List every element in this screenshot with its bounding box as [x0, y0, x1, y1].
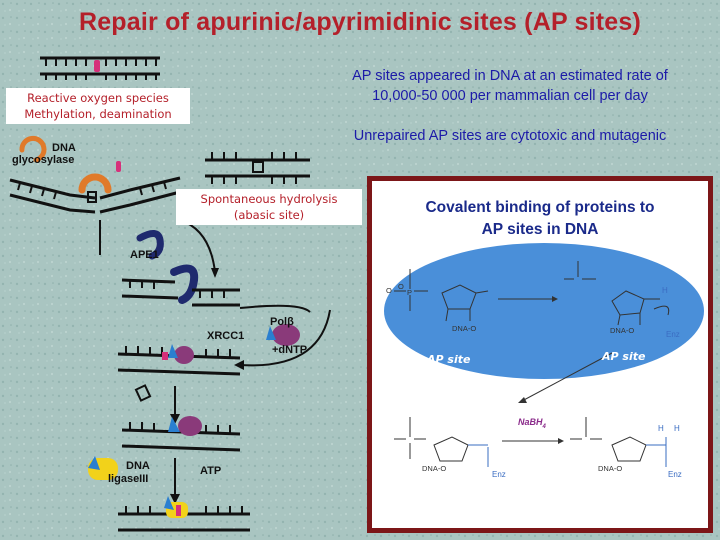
- svg-text:Enz: Enz: [666, 330, 680, 339]
- ap-site-structure-right: [564, 261, 670, 326]
- ap-site-label-left: AP site: [427, 353, 471, 366]
- reagent-subscript: 4: [542, 423, 546, 430]
- svg-text:H: H: [658, 424, 664, 433]
- ros-label-line2: Methylation, deamination: [24, 107, 172, 121]
- page-title: Repair of apurinic/apyrimidinic sites (A…: [78, 8, 642, 36]
- dna-kinked-strand: [9, 161, 181, 214]
- svg-text:P: P: [407, 288, 412, 297]
- svg-text:DNA-O: DNA-O: [422, 464, 446, 473]
- svg-text:DNA-O: DNA-O: [610, 326, 634, 335]
- svg-text:O: O: [398, 282, 404, 291]
- ap-site-ellipse: [384, 243, 704, 379]
- dna-glycosylase-line2: glycosylase: [12, 154, 75, 166]
- dna-strand-3: [117, 344, 241, 376]
- dna-strand-4: [121, 416, 241, 452]
- dntp-label: +dNTP: [272, 344, 308, 356]
- svg-text:Enz: Enz: [668, 470, 682, 479]
- panel-title: Covalent binding of proteins to AP sites…: [372, 197, 708, 241]
- ligase-line1: DNA: [126, 460, 150, 472]
- dna-glycosylase-icon: [19, 136, 112, 194]
- reagent-label: NaBH4: [518, 417, 546, 430]
- ligase-line2: ligaseIII: [108, 473, 149, 485]
- svg-text:O: O: [386, 286, 392, 295]
- arrow-curve-polb: [239, 309, 331, 367]
- ligase-icon: [88, 456, 118, 480]
- svg-text:DNA-O: DNA-O: [598, 464, 622, 473]
- spontaneous-hydrolysis-label: Spontaneous hydrolysis (abasic site): [176, 189, 362, 225]
- xrcc1-icon: [266, 326, 276, 340]
- xrcc1-label: XRCC1: [207, 330, 245, 342]
- info-line2: 10,000-50 000 per mammalian cell per day: [372, 88, 648, 104]
- schiff-base-structure: [394, 417, 489, 467]
- polb-icon: [272, 324, 300, 346]
- ape1-label: APE1: [130, 249, 159, 261]
- dna-strand-1: [40, 56, 160, 80]
- dna-strand-ape1: [121, 278, 240, 307]
- dna-glycosylase-line1: DNA: [52, 142, 76, 154]
- info-line1: AP sites appeared in DNA at an estimated…: [352, 68, 668, 84]
- ap-site-structure-left: [394, 269, 489, 322]
- covalent-binding-panel: Covalent binding of proteins to AP sites…: [367, 176, 713, 533]
- panel-title-line1: Covalent binding of proteins to: [425, 199, 655, 216]
- reduced-adduct-structure: [570, 417, 667, 467]
- reduction-arrow: [521, 352, 613, 402]
- ap-site-label-right: AP site: [602, 350, 646, 363]
- ros-label: Reactive oxygen species Methylation, dea…: [6, 88, 190, 124]
- svg-text:H: H: [674, 424, 680, 433]
- spontaneous-line2: (abasic site): [233, 208, 305, 222]
- dna-strand-spontaneous: [205, 152, 310, 184]
- reagent-text: NaBH: [518, 417, 543, 427]
- svg-text:H: H: [662, 286, 668, 295]
- flipped-sugar-icon: [134, 384, 152, 402]
- dna-strand-final: [118, 496, 250, 532]
- ros-label-line1: Reactive oxygen species: [27, 91, 169, 105]
- ligase-label: DNA ligaseIII: [98, 460, 150, 486]
- atp-label: ATP: [200, 465, 222, 477]
- arrow-curve-to-polb: [239, 304, 311, 313]
- arrow-curve-to-ape1: [179, 219, 216, 273]
- polb-label: Polβ: [270, 316, 294, 328]
- ape1-icon: [136, 230, 199, 304]
- spontaneous-line1: Spontaneous hydrolysis: [200, 192, 338, 206]
- dna-glycosylase-label: DNA glycosylase: [12, 142, 76, 166]
- panel-title-line2: AP sites in DNA: [481, 221, 599, 238]
- svg-text:Enz: Enz: [492, 470, 506, 479]
- info-line3: Unrepaired AP sites are cytotoxic and mu…: [353, 128, 667, 144]
- svg-text:DNA-O: DNA-O: [452, 324, 476, 333]
- info-text: AP sites appeared in DNA at an estimated…: [300, 66, 720, 146]
